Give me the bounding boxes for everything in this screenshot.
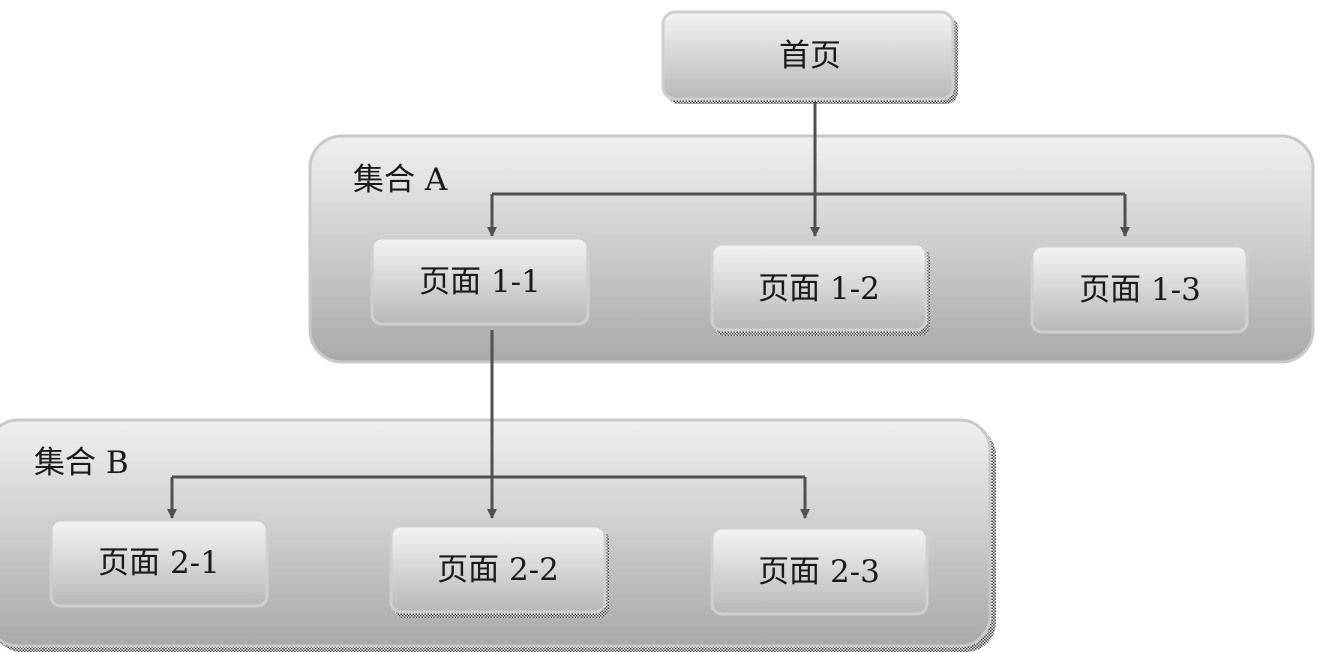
page-1-3-label: 页面 1-3 (1079, 272, 1201, 308)
home-label: 首页 (779, 38, 841, 74)
page-1-2-box (710, 242, 928, 332)
cross-level-links (487, 102, 820, 519)
page-1-1-label: 页面 1-1 (419, 264, 541, 300)
node-page-1-2[interactable]: 页面 1-2 (710, 242, 930, 336)
node-page-1-1[interactable]: 页面 1-1 (370, 236, 590, 326)
page-2-2-box (389, 524, 607, 614)
page-1-1-box (370, 236, 590, 326)
group-b-connectors (167, 475, 810, 519)
page-2-3-label: 页面 2-3 (758, 554, 880, 590)
group-a: 集合 A 页面 1-1 页面 1-2 页面 1-3 (308, 134, 1315, 364)
node-home[interactable]: 首页 (661, 10, 958, 104)
node-page-2-3[interactable]: 页面 2-3 (710, 526, 929, 616)
group-a-connectors (487, 192, 1130, 237)
page-1-3-box (1030, 244, 1249, 334)
group-a-label: 集合 A (353, 162, 448, 198)
group-b: 集合 B 页面 2-1 页面 2-2 页面 2-3 (0, 418, 996, 652)
page-2-3-box (710, 526, 929, 616)
page-2-2-label: 页面 2-2 (437, 552, 559, 588)
page-2-1-box (49, 518, 269, 608)
group-b-label: 集合 B (34, 445, 129, 481)
node-page-1-3[interactable]: 页面 1-3 (1030, 244, 1249, 334)
page-1-2-label: 页面 1-2 (758, 271, 880, 307)
home-box (661, 10, 955, 101)
node-page-2-1[interactable]: 页面 2-1 (49, 518, 269, 608)
page-2-1-label: 页面 2-1 (98, 545, 220, 581)
node-page-2-2[interactable]: 页面 2-2 (389, 524, 609, 618)
